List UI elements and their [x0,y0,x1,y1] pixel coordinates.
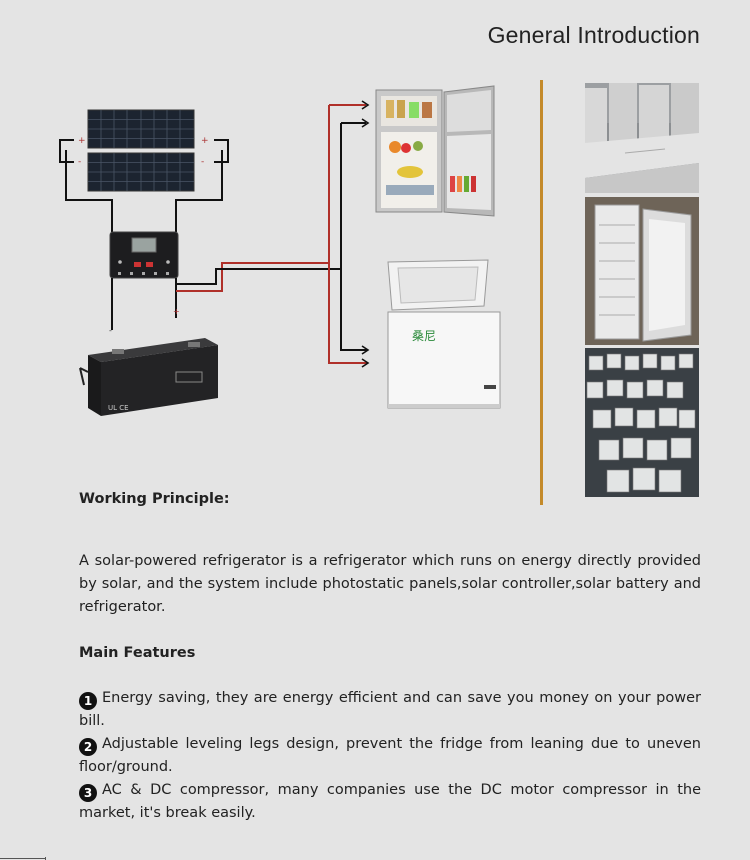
solar-panel-bottom [87,152,195,192]
chest-freezer: 桑尼 [387,259,501,409]
vertical-divider [540,80,543,505]
solar-controller [109,231,179,279]
solar-panel-top [87,109,195,149]
svg-text:+: + [173,307,180,316]
svg-text:-: - [109,326,112,335]
feature-text: AC & DC compressor, many companies use t… [79,782,701,821]
corner-mark [0,858,46,859]
panel-plus-mark-right: + [201,136,209,146]
feature-number-badge: 3 [79,784,97,802]
freezer-brand-label: 桑尼 [412,329,436,343]
corner-mark-tick [45,857,46,860]
panel-minus-mark: - [78,157,81,167]
feature-text: Energy saving, they are energy efficient… [79,690,701,729]
refrigerator-double-door [375,85,495,217]
page-title: General Introduction [487,22,700,48]
photo-upright-freezer-open [585,197,699,345]
solar-system-diagram: + - + - - + [59,85,501,416]
feature-number-badge: 2 [79,738,97,756]
svg-text:UL CE: UL CE [108,404,129,412]
feature-text: Adjustable leveling legs design, prevent… [79,736,701,775]
photo-chest-freezers-row [585,83,699,193]
working-principle-body: A solar-powered refrigerator is a refrig… [79,553,701,615]
working-principle-heading: Working Principle: [79,491,230,507]
photo-factory-compressors [585,348,699,497]
panel-plus-mark: + [78,136,86,146]
feature-number-badge: 1 [79,692,97,710]
main-features-heading: Main Features [79,645,196,661]
panel-minus-mark-right: - [201,157,204,167]
solar-battery: UL CE [79,338,218,416]
